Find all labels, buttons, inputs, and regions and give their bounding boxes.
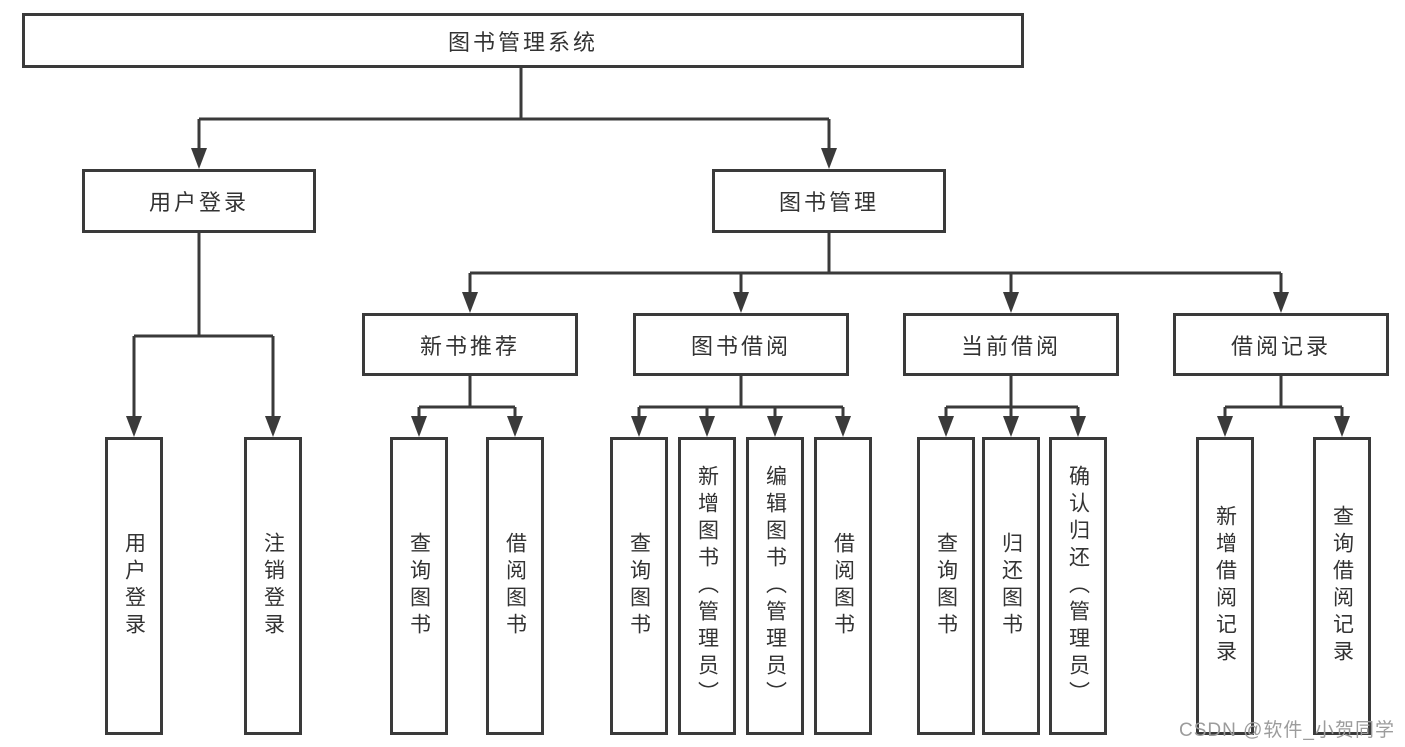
node-book-management: 图书管理	[712, 169, 946, 233]
leaf-label: 注销登录	[261, 532, 285, 640]
leaf-query-books-recommend: 查询图书	[390, 437, 448, 735]
leaf-return-books: 归还图书	[982, 437, 1040, 735]
leaf-confirm-return-admin: 确认归还（管理员）	[1049, 437, 1107, 735]
leaf-add-book-admin: 新增图书（管理员）	[678, 437, 736, 735]
leaf-label: 新增图书（管理员）	[695, 464, 719, 708]
leaf-label: 查询借阅记录	[1330, 505, 1354, 667]
node-book-borrowing: 图书借阅	[633, 313, 849, 376]
leaf-label: 查询图书	[407, 532, 431, 640]
node-current-borrowing: 当前借阅	[903, 313, 1119, 376]
leaf-label: 新增借阅记录	[1213, 505, 1237, 667]
leaf-label: 编辑图书（管理员）	[763, 464, 787, 708]
leaf-query-borrow-record: 查询借阅记录	[1313, 437, 1371, 735]
leaf-label: 查询图书	[627, 532, 651, 640]
leaf-label: 借阅图书	[831, 532, 855, 640]
node-borrowing-records: 借阅记录	[1173, 313, 1389, 376]
leaf-query-books-borrowing: 查询图书	[610, 437, 668, 735]
leaf-borrow-books-recommend: 借阅图书	[486, 437, 544, 735]
csdn-watermark: CSDN @软件_小贺同学	[1179, 720, 1395, 741]
leaf-label: 归还图书	[999, 532, 1023, 640]
leaf-label: 查询图书	[934, 532, 958, 640]
leaf-borrow-books-borrowing: 借阅图书	[814, 437, 872, 735]
leaf-logout: 注销登录	[244, 437, 302, 735]
node-new-book-recommend: 新书推荐	[362, 313, 578, 376]
leaf-label: 确认归还（管理员）	[1066, 464, 1090, 708]
leaf-query-books-current: 查询图书	[917, 437, 975, 735]
leaf-edit-book-admin: 编辑图书（管理员）	[746, 437, 804, 735]
node-library-management-system: 图书管理系统	[22, 13, 1024, 68]
node-user-login: 用户登录	[82, 169, 316, 233]
leaf-add-borrow-record: 新增借阅记录	[1196, 437, 1254, 735]
leaf-user-login: 用户登录	[105, 437, 163, 735]
leaf-label: 借阅图书	[503, 532, 527, 640]
leaf-label: 用户登录	[122, 532, 146, 640]
